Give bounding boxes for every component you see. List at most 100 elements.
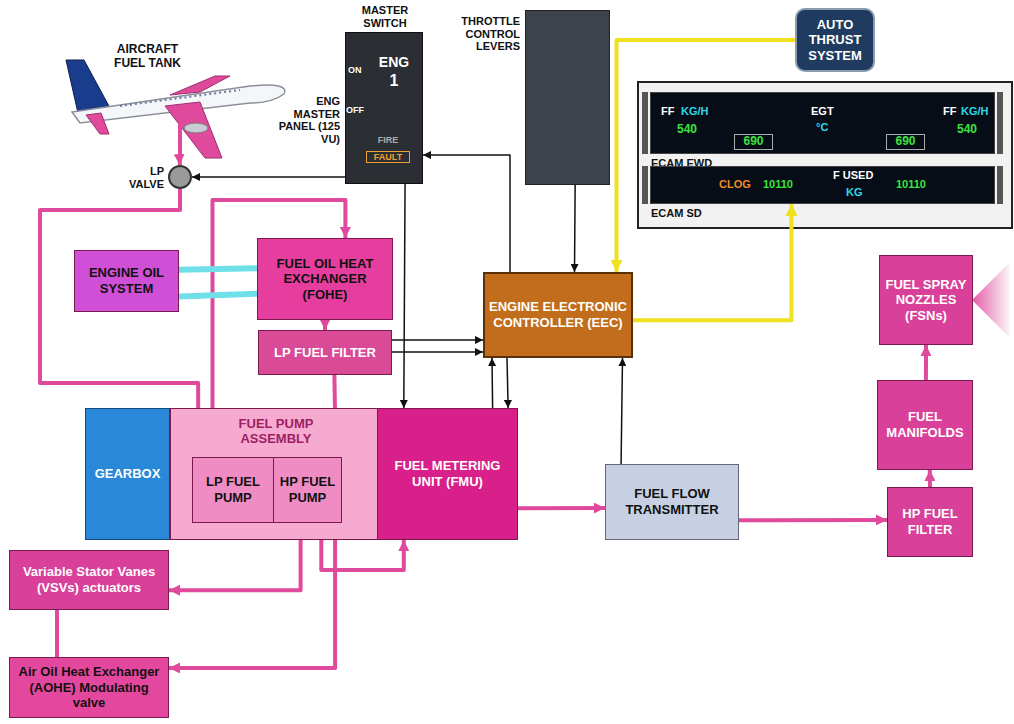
pump-assembly: FUEL PUMP ASSEMBLY LP FUEL PUMP HP FUEL PU… <box>170 408 378 540</box>
box-label: HP FUEL PUMP <box>278 474 337 505</box>
box-label: FUEL MANIFOLDS <box>882 409 968 440</box>
signal-line <box>507 358 508 408</box>
part-label: ON <box>348 65 362 75</box>
part-label: F USED <box>833 169 873 182</box>
signal-line <box>392 339 483 341</box>
box-label: Air Oil Heat Exchanger (AOHE) Modulating… <box>14 664 164 711</box>
ecam-panel <box>638 82 1012 228</box>
box-label: FUEL FLOW TRANSMITTER <box>610 486 734 517</box>
part-label: 10110 <box>763 178 793 191</box>
signal-line <box>621 358 622 464</box>
part-label: FF <box>661 105 674 118</box>
part-label: FIRE <box>366 135 410 145</box>
gearbox-box: GEARBOX <box>85 408 170 540</box>
ecam-sd-display: CLOG10110F USEDKG10110ECAM SD <box>650 166 995 204</box>
part-label: 690 <box>734 134 773 150</box>
controller-box: ENGINE ELECTRONIC CONTROLLER (EEC) <box>483 272 633 358</box>
auto-thrust-box: AUTO THRUST SYSTEM <box>795 8 875 72</box>
aircraft-illustration <box>66 60 110 113</box>
aircraft-illustration <box>86 113 109 134</box>
transmitter-box: FUEL FLOW TRANSMITTER <box>605 464 739 540</box>
filter-box: LP FUEL FILTER <box>258 330 392 375</box>
ecam-panel <box>638 82 1012 228</box>
aircraft-illustration <box>66 60 285 160</box>
metering-unit-box: FUEL METERING UNIT (FMU) <box>377 408 518 540</box>
pump-box: LP FUEL PUMP <box>192 457 274 523</box>
spray-cone <box>972 262 1010 338</box>
actuator-box: Variable Stator Vanes (VSVs) actuators <box>9 550 169 610</box>
ecam-panel <box>642 92 648 154</box>
part-label: LP VALVE <box>116 165 164 190</box>
throttle-levers: THROTTLE CONTROL LEVERS <box>525 10 610 185</box>
part-label: THROTTLE CONTROL LEVERS <box>452 15 520 53</box>
filter-box: HP FUEL FILTER <box>887 487 973 557</box>
ecam-panel <box>997 166 1003 204</box>
signal-line <box>574 185 576 272</box>
box-label: Variable Stator Vanes (VSVs) actuators <box>14 564 164 595</box>
fuel-pipe <box>928 470 932 487</box>
fuel-pipe <box>739 518 887 522</box>
aircraft-illustration <box>170 76 230 95</box>
part-label: 690 <box>886 134 925 150</box>
box-label: FUEL SPRAY NOZZLES (FSNs) <box>884 277 968 324</box>
fuel-pipe <box>924 345 928 380</box>
pump-box: HP FUEL PUMP <box>273 457 342 523</box>
aircraft-fuel-tank: AIRCRAFT FUEL TANK <box>60 85 290 160</box>
box-label: HP FUEL FILTER <box>892 506 968 537</box>
heat-exchanger-box: FUEL OIL HEAT EXCHANGER (FOHE) <box>257 238 393 320</box>
oil-line <box>179 268 257 270</box>
spray-cone <box>972 262 1010 338</box>
box-label: FUEL METERING UNIT (FMU) <box>382 458 513 489</box>
box-label: FUEL OIL HEAT EXCHANGER (FOHE) <box>262 256 388 303</box>
signal-line <box>423 155 510 272</box>
signal-line <box>192 176 345 178</box>
part-label: 540 <box>677 123 697 137</box>
aircraft-illustration <box>184 123 208 133</box>
fuel-pipe <box>55 610 59 657</box>
lp-valve: LP VALVE <box>168 165 192 189</box>
part-label: MASTER SWITCH <box>346 4 424 29</box>
box-label: AUTO THRUST SYSTEM <box>801 17 869 64</box>
oil-system-box: ENGINE OIL SYSTEM <box>74 250 179 312</box>
part-label: ECAM SD <box>651 207 702 220</box>
part-label: 540 <box>957 123 977 137</box>
aircraft-illustration <box>165 102 222 158</box>
aircraft-illustration <box>178 108 182 160</box>
nozzle-box: FUEL SPRAY NOZZLES (FSNs) <box>879 255 973 345</box>
part-label: FF <box>943 105 956 118</box>
part-label: ENG MASTER PANEL (125 VU) <box>278 95 340 146</box>
part-label: AIRCRAFT FUEL TANK <box>110 43 185 71</box>
signal-line <box>404 184 405 408</box>
part-label: EGT <box>811 105 834 118</box>
part-label: FAULT <box>366 151 410 163</box>
box-label: ENGINE OIL SYSTEM <box>79 265 174 296</box>
part-label: ENG <box>372 54 416 70</box>
part-label: FUEL PUMP ASSEMBLY <box>221 417 331 447</box>
box-label: GEARBOX <box>95 466 161 482</box>
manifold-box: FUEL MANIFOLDS <box>877 380 973 470</box>
part-label: 1 <box>372 72 416 90</box>
box-label: LP FUEL FILTER <box>274 345 376 361</box>
valve-box: Air Oil Heat Exchanger (AOHE) Modulating… <box>9 657 169 718</box>
part-label: KG <box>846 186 863 199</box>
fuel-pipe <box>518 506 605 510</box>
part-label: CLOG <box>719 178 751 191</box>
part-label: KG/H <box>961 105 989 118</box>
part-label: KG/H <box>681 105 709 118</box>
ecam-panel <box>997 92 1003 154</box>
display-link <box>617 40 796 272</box>
fuel-pipe <box>323 320 327 330</box>
oil-line <box>179 294 257 297</box>
fuel-pipe <box>169 523 335 668</box>
signal-line <box>491 358 493 408</box>
master-switch-panel: MASTER SWITCHONOFFENG1FIREFAULTENG MASTE… <box>345 32 423 184</box>
ecam-panel <box>642 166 648 204</box>
part-label: 10110 <box>896 178 926 191</box>
box-label: ENGINE ELECTRONIC CONTROLLER (EEC) <box>489 299 627 330</box>
part-label: °C <box>816 121 828 134</box>
box-label: LP FUEL PUMP <box>197 474 269 505</box>
part-label: OFF <box>346 105 364 115</box>
signal-line <box>392 351 483 353</box>
display-link <box>633 204 791 320</box>
